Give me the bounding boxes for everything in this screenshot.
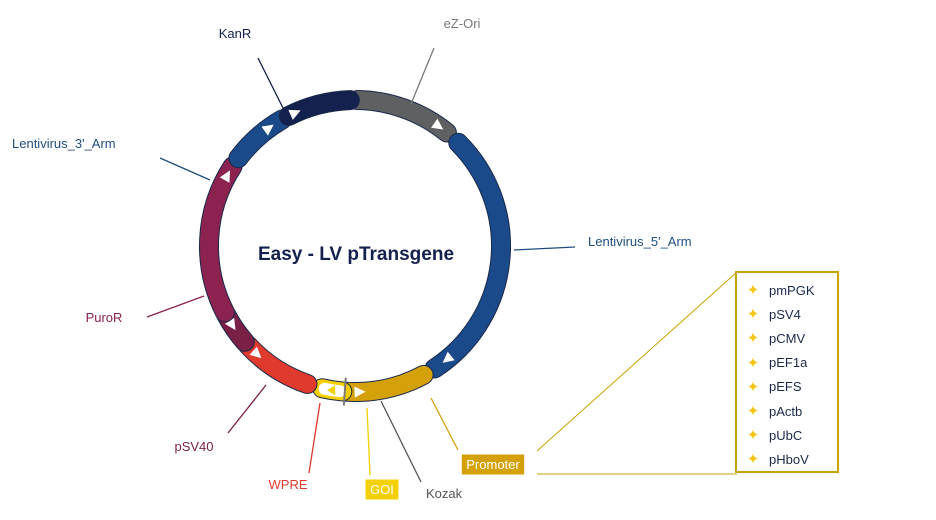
lentivirus-5-arm-label: Lentivirus_5'_Arm	[588, 234, 692, 249]
promoter-option-label: pActb	[769, 403, 803, 419]
promoter-option-label: pCMV	[769, 330, 806, 346]
four-point-star-icon: ✦	[746, 306, 760, 324]
kozak-label: Kozak	[426, 486, 463, 501]
promoter-option-label: pEF1a	[769, 355, 808, 371]
plasmid-title: Easy - LV pTransgene	[258, 244, 454, 265]
puror-label: PuroR	[86, 310, 123, 325]
promoter-leader-line	[430, 397, 459, 451]
kanr-label: KanR	[219, 26, 252, 41]
promoter-label-box	[460, 453, 526, 476]
lentivirus-5-arm-direction-arrow	[442, 351, 455, 363]
lentivirus-3-arm-direction-arrow	[261, 124, 274, 136]
kanr-leader-line	[257, 57, 284, 109]
wpre-direction-arrow	[249, 346, 262, 359]
promoter-option: ✦ pHboV	[743, 447, 837, 471]
kanr-direction-arrow	[288, 109, 301, 120]
psv40-leader-line	[227, 384, 267, 434]
lentivirus-3-arm-segment	[229, 110, 291, 168]
promoter-option: ✦ pEFS	[743, 375, 837, 399]
promoter-option-label: pEFS	[769, 379, 802, 395]
goi-label: GOI	[370, 482, 394, 497]
promoter-option: ✦ pActb	[743, 399, 837, 423]
goi-label-box	[364, 478, 400, 501]
wpre-segment	[239, 336, 317, 394]
lentivirus-5-arm-segment	[425, 133, 510, 378]
promoter-option: ✦ pEF1a	[743, 351, 837, 375]
kozak-leader-line	[380, 400, 422, 483]
four-point-star-icon: ✦	[746, 330, 760, 348]
goi-direction-arrow	[327, 385, 336, 396]
ez-ori-label: eZ-Ori	[444, 16, 481, 31]
four-point-star-icon: ✦	[746, 282, 760, 300]
ez-ori-leader-line	[410, 47, 435, 105]
wpre-leader-line	[308, 402, 321, 474]
kozak-marker	[342, 377, 347, 406]
four-point-star-icon: ✦	[746, 378, 760, 396]
puror-segment	[200, 157, 242, 322]
psv40-direction-arrow	[224, 317, 236, 331]
four-point-star-icon: ✦	[746, 451, 760, 469]
four-point-star-icon: ✦	[746, 354, 760, 372]
psv40-label: pSV40	[174, 439, 213, 454]
four-point-star-icon: ✦	[746, 427, 760, 445]
promoter-direction-arrow	[354, 386, 366, 398]
lentivirus-3-arm-label: Lentivirus_3'_Arm	[12, 136, 116, 151]
puror-leader-line	[146, 295, 205, 318]
promoter-options-list: ✦ pmPGK ✦ pSV4 ✦ pCMV ✦ pEF1a ✦ pEFS ✦ pActb ✦ pUbC ✦ p…	[735, 271, 839, 473]
lentivirus-5-arm-leader-line	[513, 246, 576, 251]
promoter-callout-line-top	[536, 271, 738, 452]
promoter-option: ✦ pUbC	[743, 423, 837, 447]
wpre-label: WPRE	[269, 477, 308, 492]
promoter-option-label: pSV4	[769, 306, 801, 322]
lentivirus-3-arm-leader-line	[159, 157, 211, 181]
promoter-option-label: pUbC	[769, 427, 803, 443]
promoter-option: ✦ pSV4	[743, 302, 837, 326]
promoter-option: ✦ pCMV	[743, 326, 837, 350]
puror-direction-arrow	[219, 170, 230, 183]
promoter-option-label: pmPGK	[769, 282, 815, 298]
goi-leader-line	[366, 407, 371, 476]
ez-ori-direction-arrow	[431, 118, 444, 130]
promoter-option-label: pHboV	[769, 451, 809, 467]
promoter-segment	[338, 365, 433, 401]
promoter-label: Promoter	[466, 457, 520, 472]
promoter-option: ✦ pmPGK	[743, 278, 837, 302]
four-point-star-icon: ✦	[746, 403, 760, 421]
